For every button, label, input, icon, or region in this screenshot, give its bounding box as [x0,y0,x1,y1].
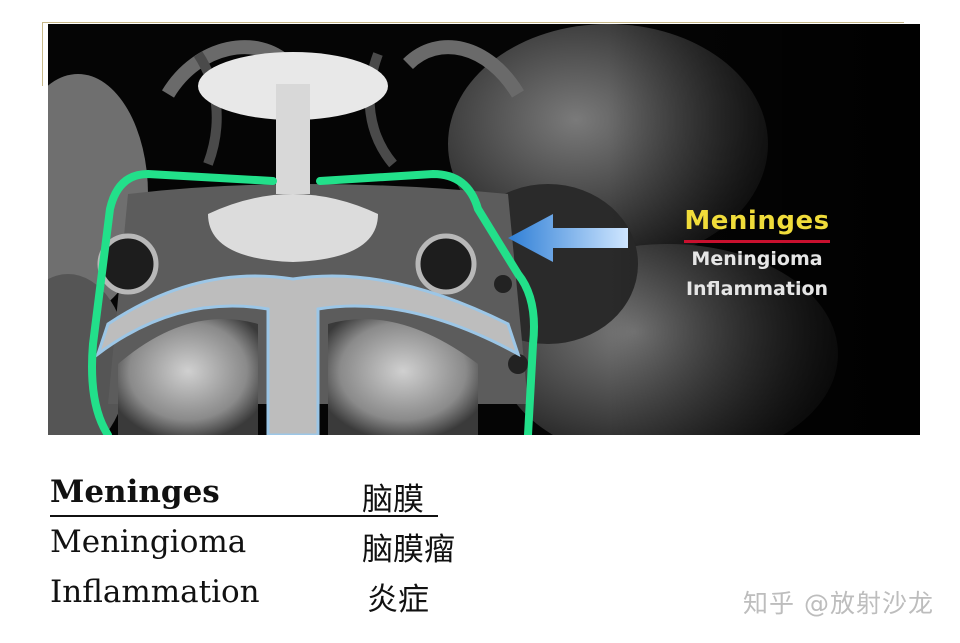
glossary-list: Meninges 脑膜 Meningioma 脑膜瘤 Inflammation … [50,474,610,624]
right-sphenoid-sinus [328,319,478,435]
term-english: Meningioma [50,524,247,560]
pituitary-gland [208,194,378,262]
glossary-row: Inflammation 炎症 [50,574,610,624]
right-carotid [415,233,477,295]
illustration-line-2: Inflammation [685,278,829,300]
left-sphenoid-sinus [118,319,258,435]
glossary-row: Meningioma 脑膜瘤 [50,524,610,574]
pointer-arrow [508,214,628,262]
term-chinese: 脑膜瘤 [362,532,455,568]
illustration-title: Meninges [684,206,830,243]
decorative-top-rule [42,22,904,23]
right-meninges-outline [316,169,538,435]
coronal-brain-drawing [48,24,920,435]
illustration-labels: Meninges Meningioma Inflammation [642,206,872,303]
source-watermark: 知乎 @放射沙龙 [743,589,934,618]
term-chinese: 炎症 [367,582,429,618]
illustration-line-1: Meningioma [691,248,823,270]
term-chinese: 脑膜 [362,482,424,518]
decorative-left-rule [42,22,43,86]
term-english: Meninges [50,474,220,510]
sphenoid-bone [95,274,521,435]
glossary-row: Meninges 脑膜 [50,474,610,524]
left-meninges-outline [88,169,277,435]
term-english: Inflammation [50,574,260,610]
pituitary-stalk [276,84,310,194]
header-underline [50,515,438,517]
meninges-illustration: Meninges Meningioma Inflammation [48,24,920,435]
